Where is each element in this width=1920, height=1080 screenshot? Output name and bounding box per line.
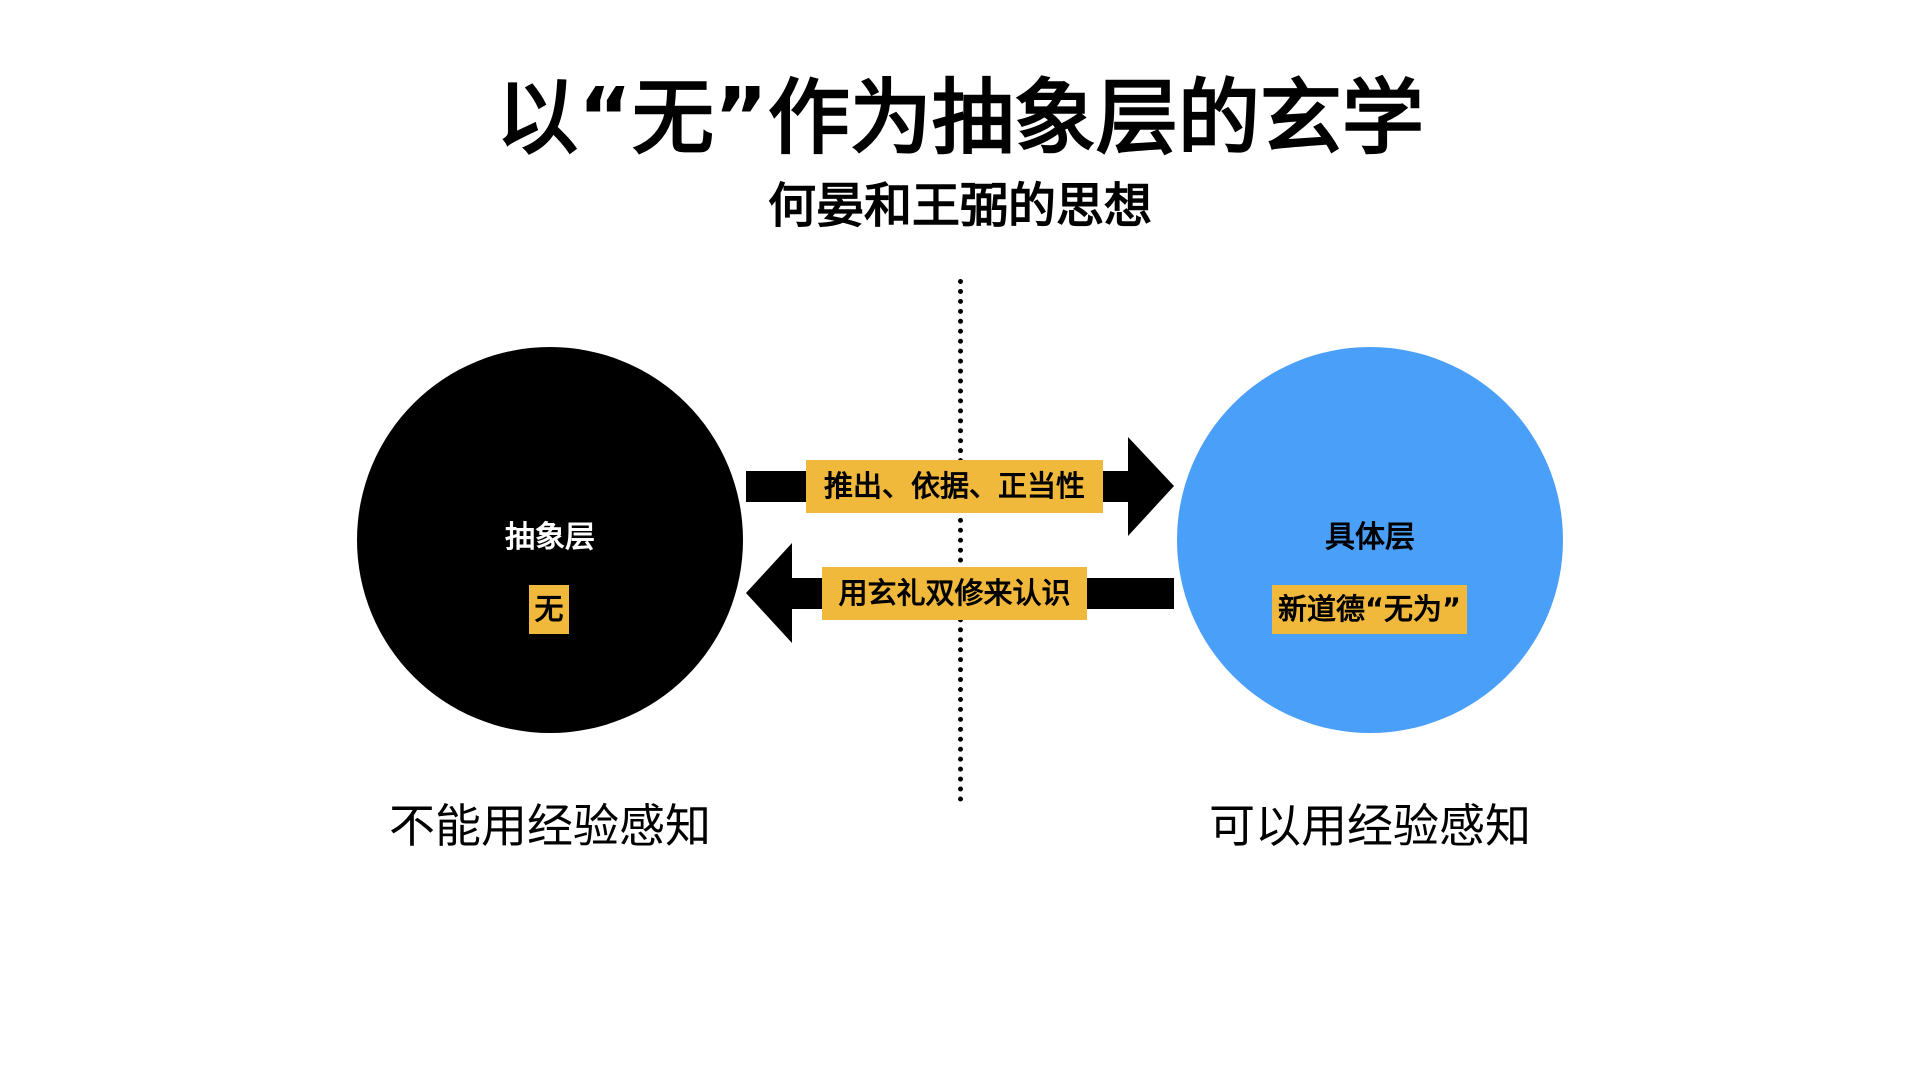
concrete-caption: 可以用经验感知	[1209, 799, 1531, 853]
concrete-layer-circle	[1177, 347, 1563, 733]
arrow-left-label: 用玄礼双修来认识	[822, 567, 1087, 620]
page-title: 以“无”作为抽象层的玄学	[496, 71, 1424, 166]
abstract-layer-circle	[357, 347, 743, 733]
arrow-right-label: 推出、依据、正当性	[806, 460, 1103, 513]
abstract-caption: 不能用经验感知	[389, 799, 711, 853]
abstract-layer-label: 抽象层	[505, 520, 595, 555]
concrete-layer-label: 具体层	[1325, 520, 1415, 555]
page-subtitle: 何晏和王弼的思想	[767, 178, 1152, 234]
concrete-tag: 新道德“无为”	[1272, 585, 1467, 634]
abstract-tag: 无	[529, 585, 569, 634]
divider-line	[958, 279, 963, 802]
